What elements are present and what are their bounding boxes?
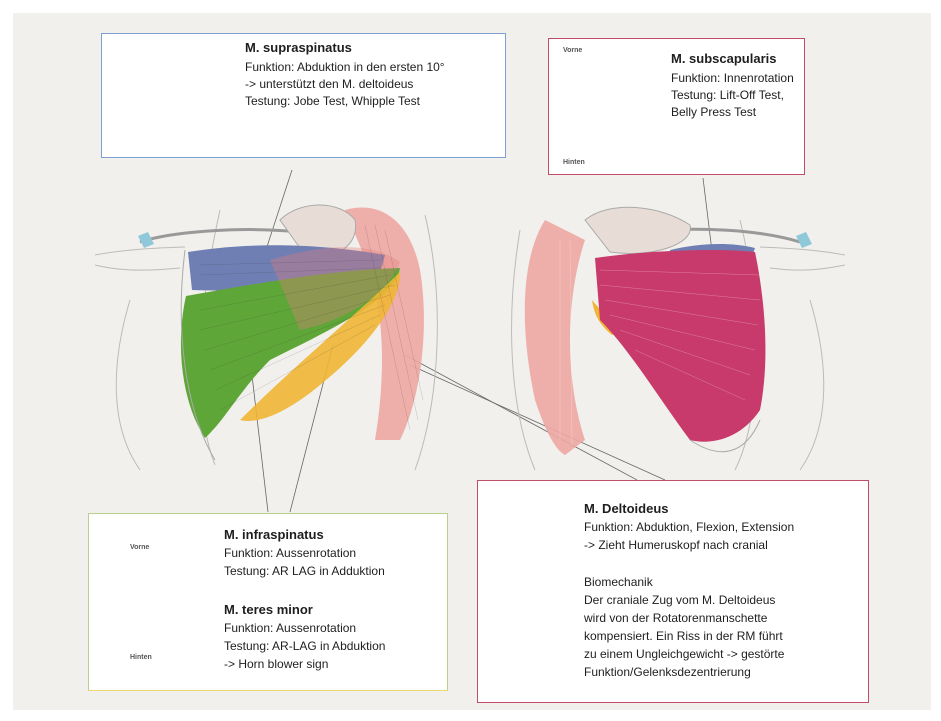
infraspinatus-label-bottom: Hinten [130, 654, 152, 661]
infraspinatus-line: Testung: AR LAG in Adduktion [224, 564, 385, 578]
infraspinatus-label-top: Vorne [130, 544, 149, 551]
supraspinatus-line: Testung: Jobe Test, Whipple Test [245, 94, 420, 108]
infraspinatus-title: M. infraspinatus [224, 527, 324, 542]
teres-minor-title: M. teres minor [224, 602, 313, 617]
teres-minor-line: -> Horn blower sign [224, 657, 328, 671]
biomechanik-line: wird von der Rotatorenmanschette [584, 611, 767, 625]
biomechanik-line: Der craniale Zug vom M. Deltoideus [584, 593, 775, 607]
biomechanik-line: Biomechanik [584, 575, 653, 589]
deltoideus-line: -> Zieht Humeruskopf nach cranial [584, 538, 768, 552]
deltoideus-right [525, 220, 585, 455]
supraspinatus-line: -> unterstützt den M. deltoideus [245, 77, 413, 91]
subscapularis-right [595, 250, 765, 442]
biomechanik-line: zu einem Ungleichgewicht -> gestörte [584, 647, 784, 661]
clavicle-end-left [138, 232, 154, 248]
connector-line [405, 355, 637, 480]
supraspinatus-title: M. supraspinatus [245, 40, 352, 55]
subscapularis-label-top: Vorne [563, 47, 582, 54]
left-shoulder-illustration [138, 205, 424, 460]
clavicle-left [140, 230, 300, 242]
subscapularis-line: Belly Press Test [671, 105, 756, 119]
coracoid-right [585, 207, 690, 253]
biomechanik-line: Funktion/Gelenksdezentrierung [584, 665, 751, 679]
teres-minor-line: Funktion: Aussenrotation [224, 621, 356, 635]
deltoideus-title: M. Deltoideus [584, 501, 669, 516]
right-shoulder-illustration [525, 207, 812, 455]
subscapularis-line: Funktion: Innenrotation [671, 71, 794, 85]
subscapularis-label-bottom: Hinten [563, 159, 585, 166]
deltoideus-line: Funktion: Abduktion, Flexion, Extension [584, 520, 794, 534]
biomechanik-line: kompensiert. Ein Riss in der RM führt [584, 629, 783, 643]
supraspinatus-line: Funktion: Abduktion in den ersten 10° [245, 60, 445, 74]
clavicle-end-right [796, 232, 812, 248]
subscapularis-title: M. subscapularis [671, 51, 776, 66]
subscapularis-line: Testung: Lift-Off Test, [671, 88, 784, 102]
infraspinatus-line: Funktion: Aussenrotation [224, 546, 356, 560]
teres-minor-line: Testung: AR-LAG in Abduktion [224, 639, 385, 653]
